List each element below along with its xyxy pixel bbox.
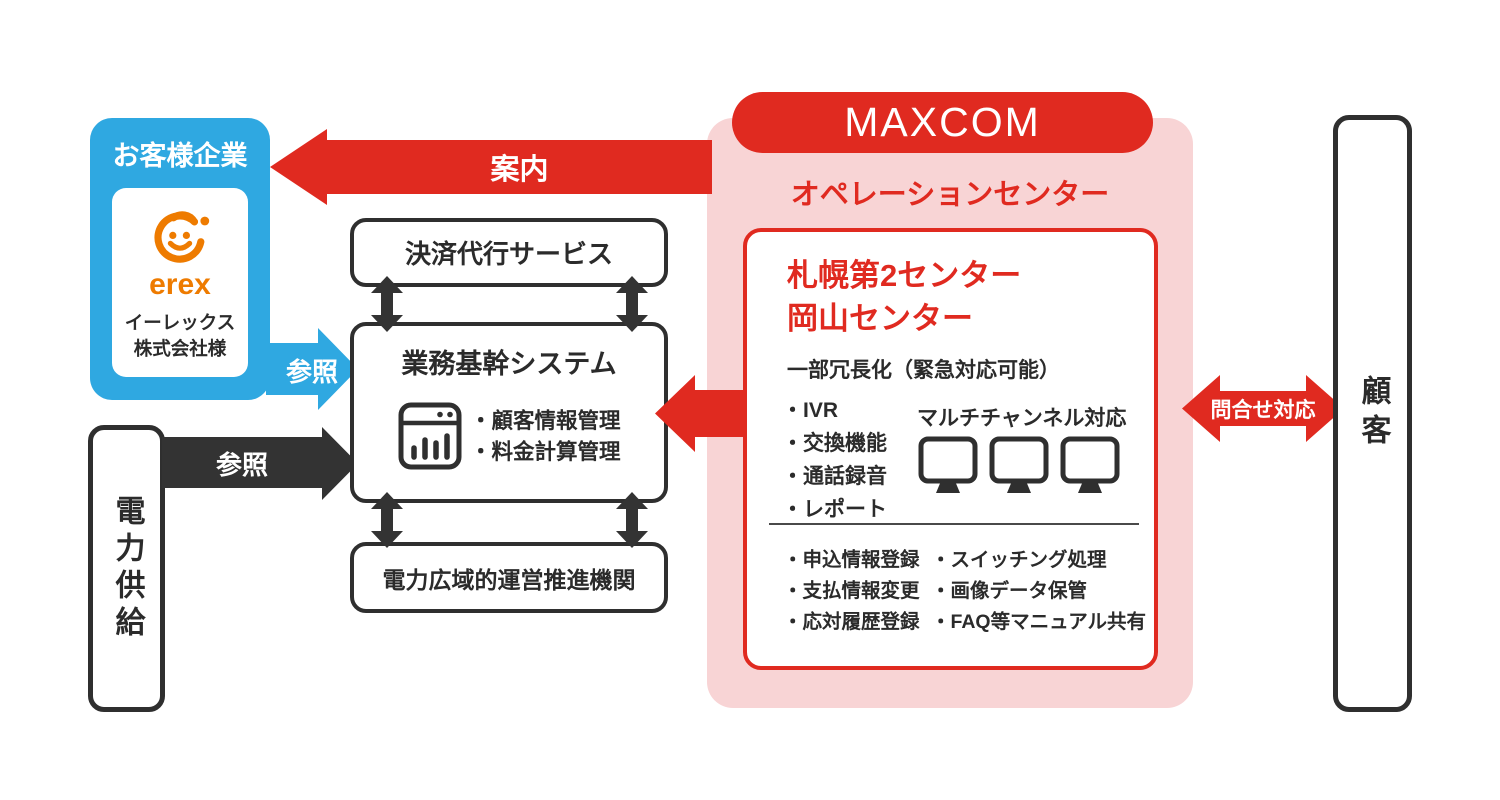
power-supply-box: 電力供給 xyxy=(88,425,165,712)
payment-service-label: 決済代行サービス xyxy=(404,239,613,269)
guide-arrow-icon xyxy=(270,129,712,205)
app-window-chart-icon xyxy=(398,402,462,470)
end-customer-label: 顧客 xyxy=(1356,374,1390,453)
monitor-icon xyxy=(1060,436,1120,493)
center-to-core-arrow-icon xyxy=(655,375,745,452)
refer-power-arrow-label: 参照 xyxy=(215,449,268,480)
monitor-icon xyxy=(989,436,1049,493)
grid-operator-label: 電力広域的運営推進機関 xyxy=(382,566,636,593)
center-detail-card: 札幌第2センター 岡山センター 一部冗長化（緊急対応可能） ・IVR ・交換機能… xyxy=(743,228,1158,670)
erex-wordmark: erex xyxy=(149,268,211,301)
operation-center-title: オペレーションセンター xyxy=(790,179,1110,211)
core-system-items: ・顧客情報管理 ・料金計算管理 xyxy=(470,409,621,464)
double-arrow-icon xyxy=(616,492,648,548)
multichannel-label: マルチチャンネル対応 xyxy=(917,407,1127,430)
maxcom-brand-pill: MAXCOM xyxy=(732,92,1153,153)
maxcom-brand-label: MAXCOM xyxy=(844,99,1041,145)
double-arrow-icon xyxy=(371,276,403,332)
task-list-left: ・申込情報登録 ・支払情報変更 ・応対履歴登録 xyxy=(783,549,920,633)
double-arrow-icon xyxy=(371,492,403,548)
task-list-right: ・スイッチング処理 ・画像データ保管 ・FAQ等マニュアル共有 xyxy=(931,549,1147,633)
refer-customer-arrow-label: 参照 xyxy=(285,356,338,387)
customer-company-box: お客様企業 erex イーレックス 株式会社様 xyxy=(90,118,270,400)
customer-company-name: イーレックス 株式会社様 xyxy=(124,312,236,359)
refer-power-arrow-icon xyxy=(162,427,358,500)
payment-service-box: 決済代行サービス xyxy=(350,218,668,287)
divider xyxy=(769,523,1139,525)
redundancy-note: 一部冗長化（緊急対応可能） xyxy=(787,359,1060,382)
inquiry-arrow-icon xyxy=(1182,375,1344,442)
core-system-box: 業務基幹システム ・顧客情報管理 ・料金計算管理 xyxy=(350,322,668,503)
guide-arrow-label: 案内 xyxy=(490,154,549,186)
grid-operator-box: 電力広域的運営推進機関 xyxy=(350,542,668,613)
feature-list: ・IVR ・交換機能 ・通話録音 ・レポート xyxy=(782,399,887,521)
erex-card: erex イーレックス 株式会社様 xyxy=(112,188,248,377)
double-arrow-icon xyxy=(616,276,648,332)
customer-company-title: お客様企業 xyxy=(112,141,248,171)
center-names: 札幌第2センター 岡山センター xyxy=(787,258,1022,336)
refer-customer-arrow-icon xyxy=(266,328,358,410)
multichannel-monitors xyxy=(917,436,1121,496)
monitor-icon xyxy=(918,436,978,493)
core-system-title: 業務基幹システム xyxy=(401,349,617,379)
erex-logo-icon xyxy=(154,211,210,263)
power-supply-label: 電力供給 xyxy=(110,494,144,643)
end-customer-box: 顧客 xyxy=(1333,115,1412,712)
inquiry-arrow-label: 問合せ対応 xyxy=(1210,398,1316,422)
